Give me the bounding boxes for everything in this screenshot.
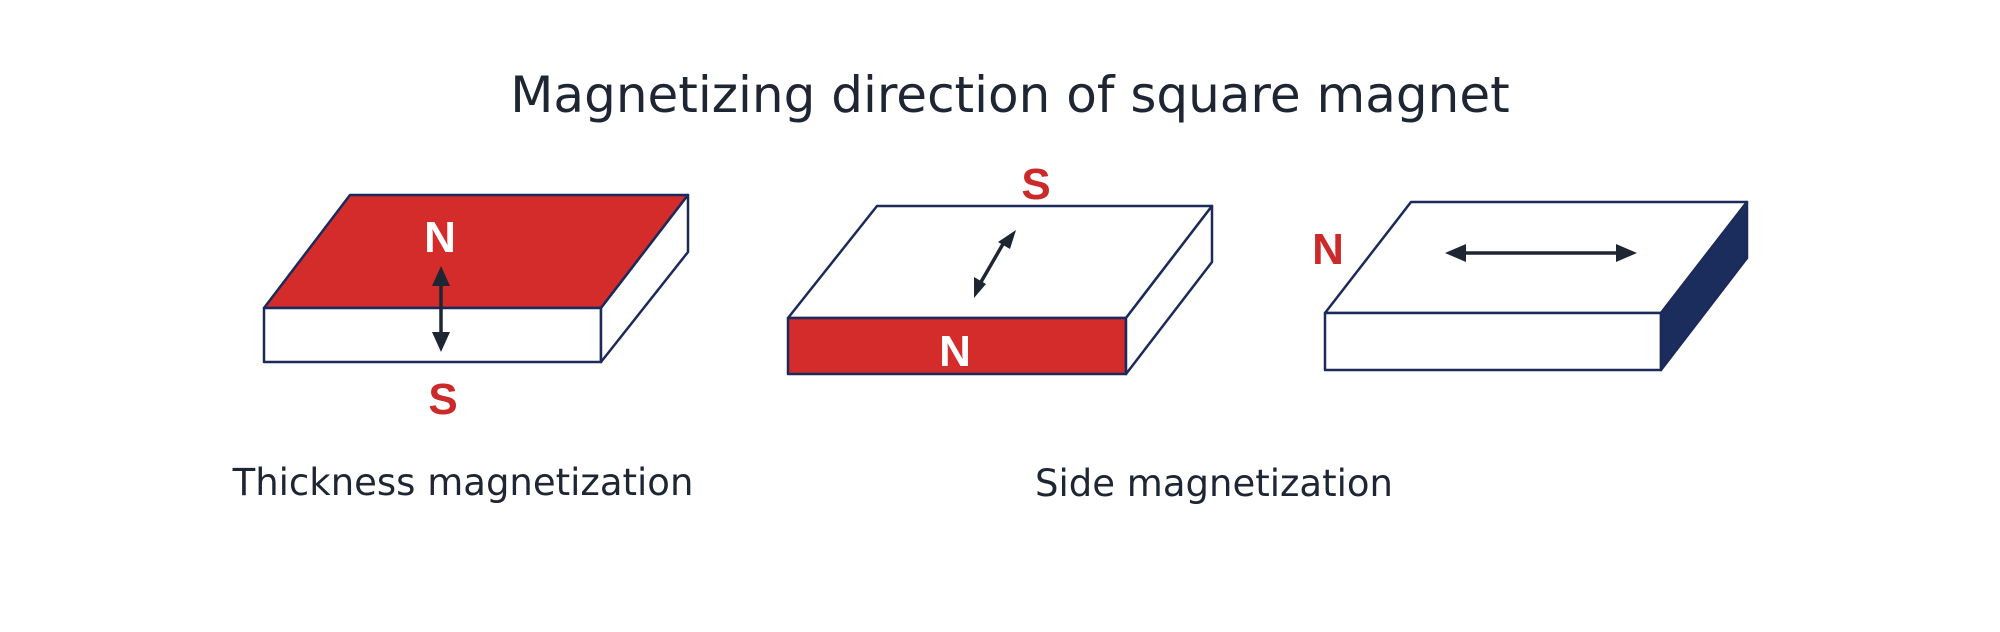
magnet-right-face bbox=[1124, 204, 1214, 376]
south-pole-label: S bbox=[1021, 160, 1050, 209]
side-magnet-left-right: N bbox=[1312, 200, 1749, 372]
magnet-front-face bbox=[1323, 311, 1663, 372]
double-headed-arrow-icon bbox=[432, 266, 450, 352]
magnet-right-face bbox=[599, 193, 690, 364]
north-pole-label: N bbox=[939, 327, 971, 376]
magnet-front-face bbox=[262, 306, 603, 364]
south-pole-label: S bbox=[428, 375, 457, 424]
thickness-magnetization-caption: Thickness magnetization bbox=[232, 461, 694, 504]
double-headed-arrow-icon bbox=[1445, 244, 1637, 262]
double-headed-arrow-icon bbox=[974, 230, 1016, 298]
north-pole-label: N bbox=[1312, 225, 1344, 274]
side-magnetization-caption: Side magnetization bbox=[1035, 462, 1393, 505]
side-magnet-front-back: S N bbox=[786, 160, 1214, 376]
magnet-right-face bbox=[1659, 200, 1749, 372]
thickness-magnet: N S bbox=[262, 193, 690, 424]
diagram-title: Magnetizing direction of square magnet bbox=[510, 66, 1509, 124]
north-pole-label: N bbox=[424, 213, 456, 262]
